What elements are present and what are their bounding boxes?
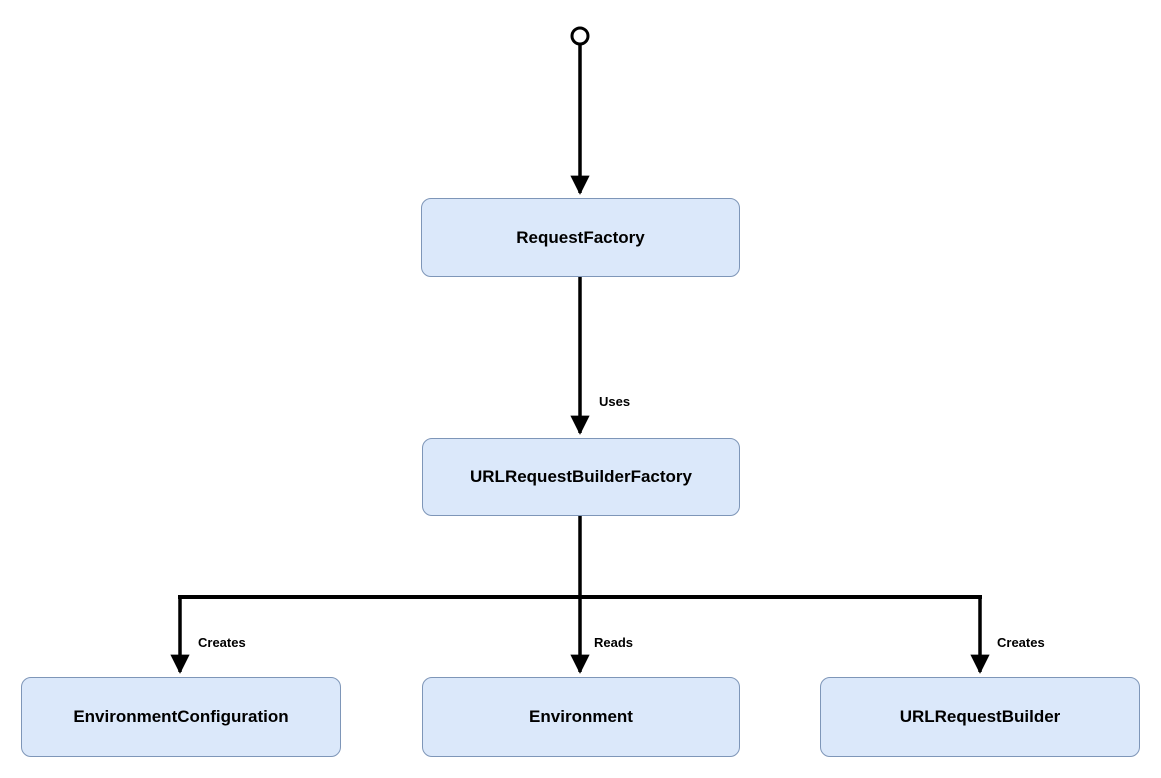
start-node-circle[interactable] [570,26,590,46]
node-url-request-builder-label: URLRequestBuilder [899,707,1061,726]
node-environment-configuration-label: EnvironmentConfiguration [73,707,289,726]
node-url-request-builder-factory[interactable]: URLRequestBuilderFactory [422,438,740,516]
node-environment[interactable]: Environment [422,677,740,757]
edge-label-creates-left: Creates [196,635,248,650]
node-request-factory[interactable]: RequestFactory [421,198,740,277]
node-environment-configuration[interactable]: EnvironmentConfiguration [21,677,341,757]
node-environment-label: Environment [529,707,633,726]
edge-label-creates-right: Creates [995,635,1047,650]
node-url-request-builder[interactable]: URLRequestBuilder [820,677,1140,757]
node-url-request-builder-factory-label: URLRequestBuilderFactory [470,467,692,486]
edge-label-uses: Uses [597,394,633,409]
node-request-factory-label: RequestFactory [516,227,645,247]
edge-label-reads: Reads [592,635,636,650]
